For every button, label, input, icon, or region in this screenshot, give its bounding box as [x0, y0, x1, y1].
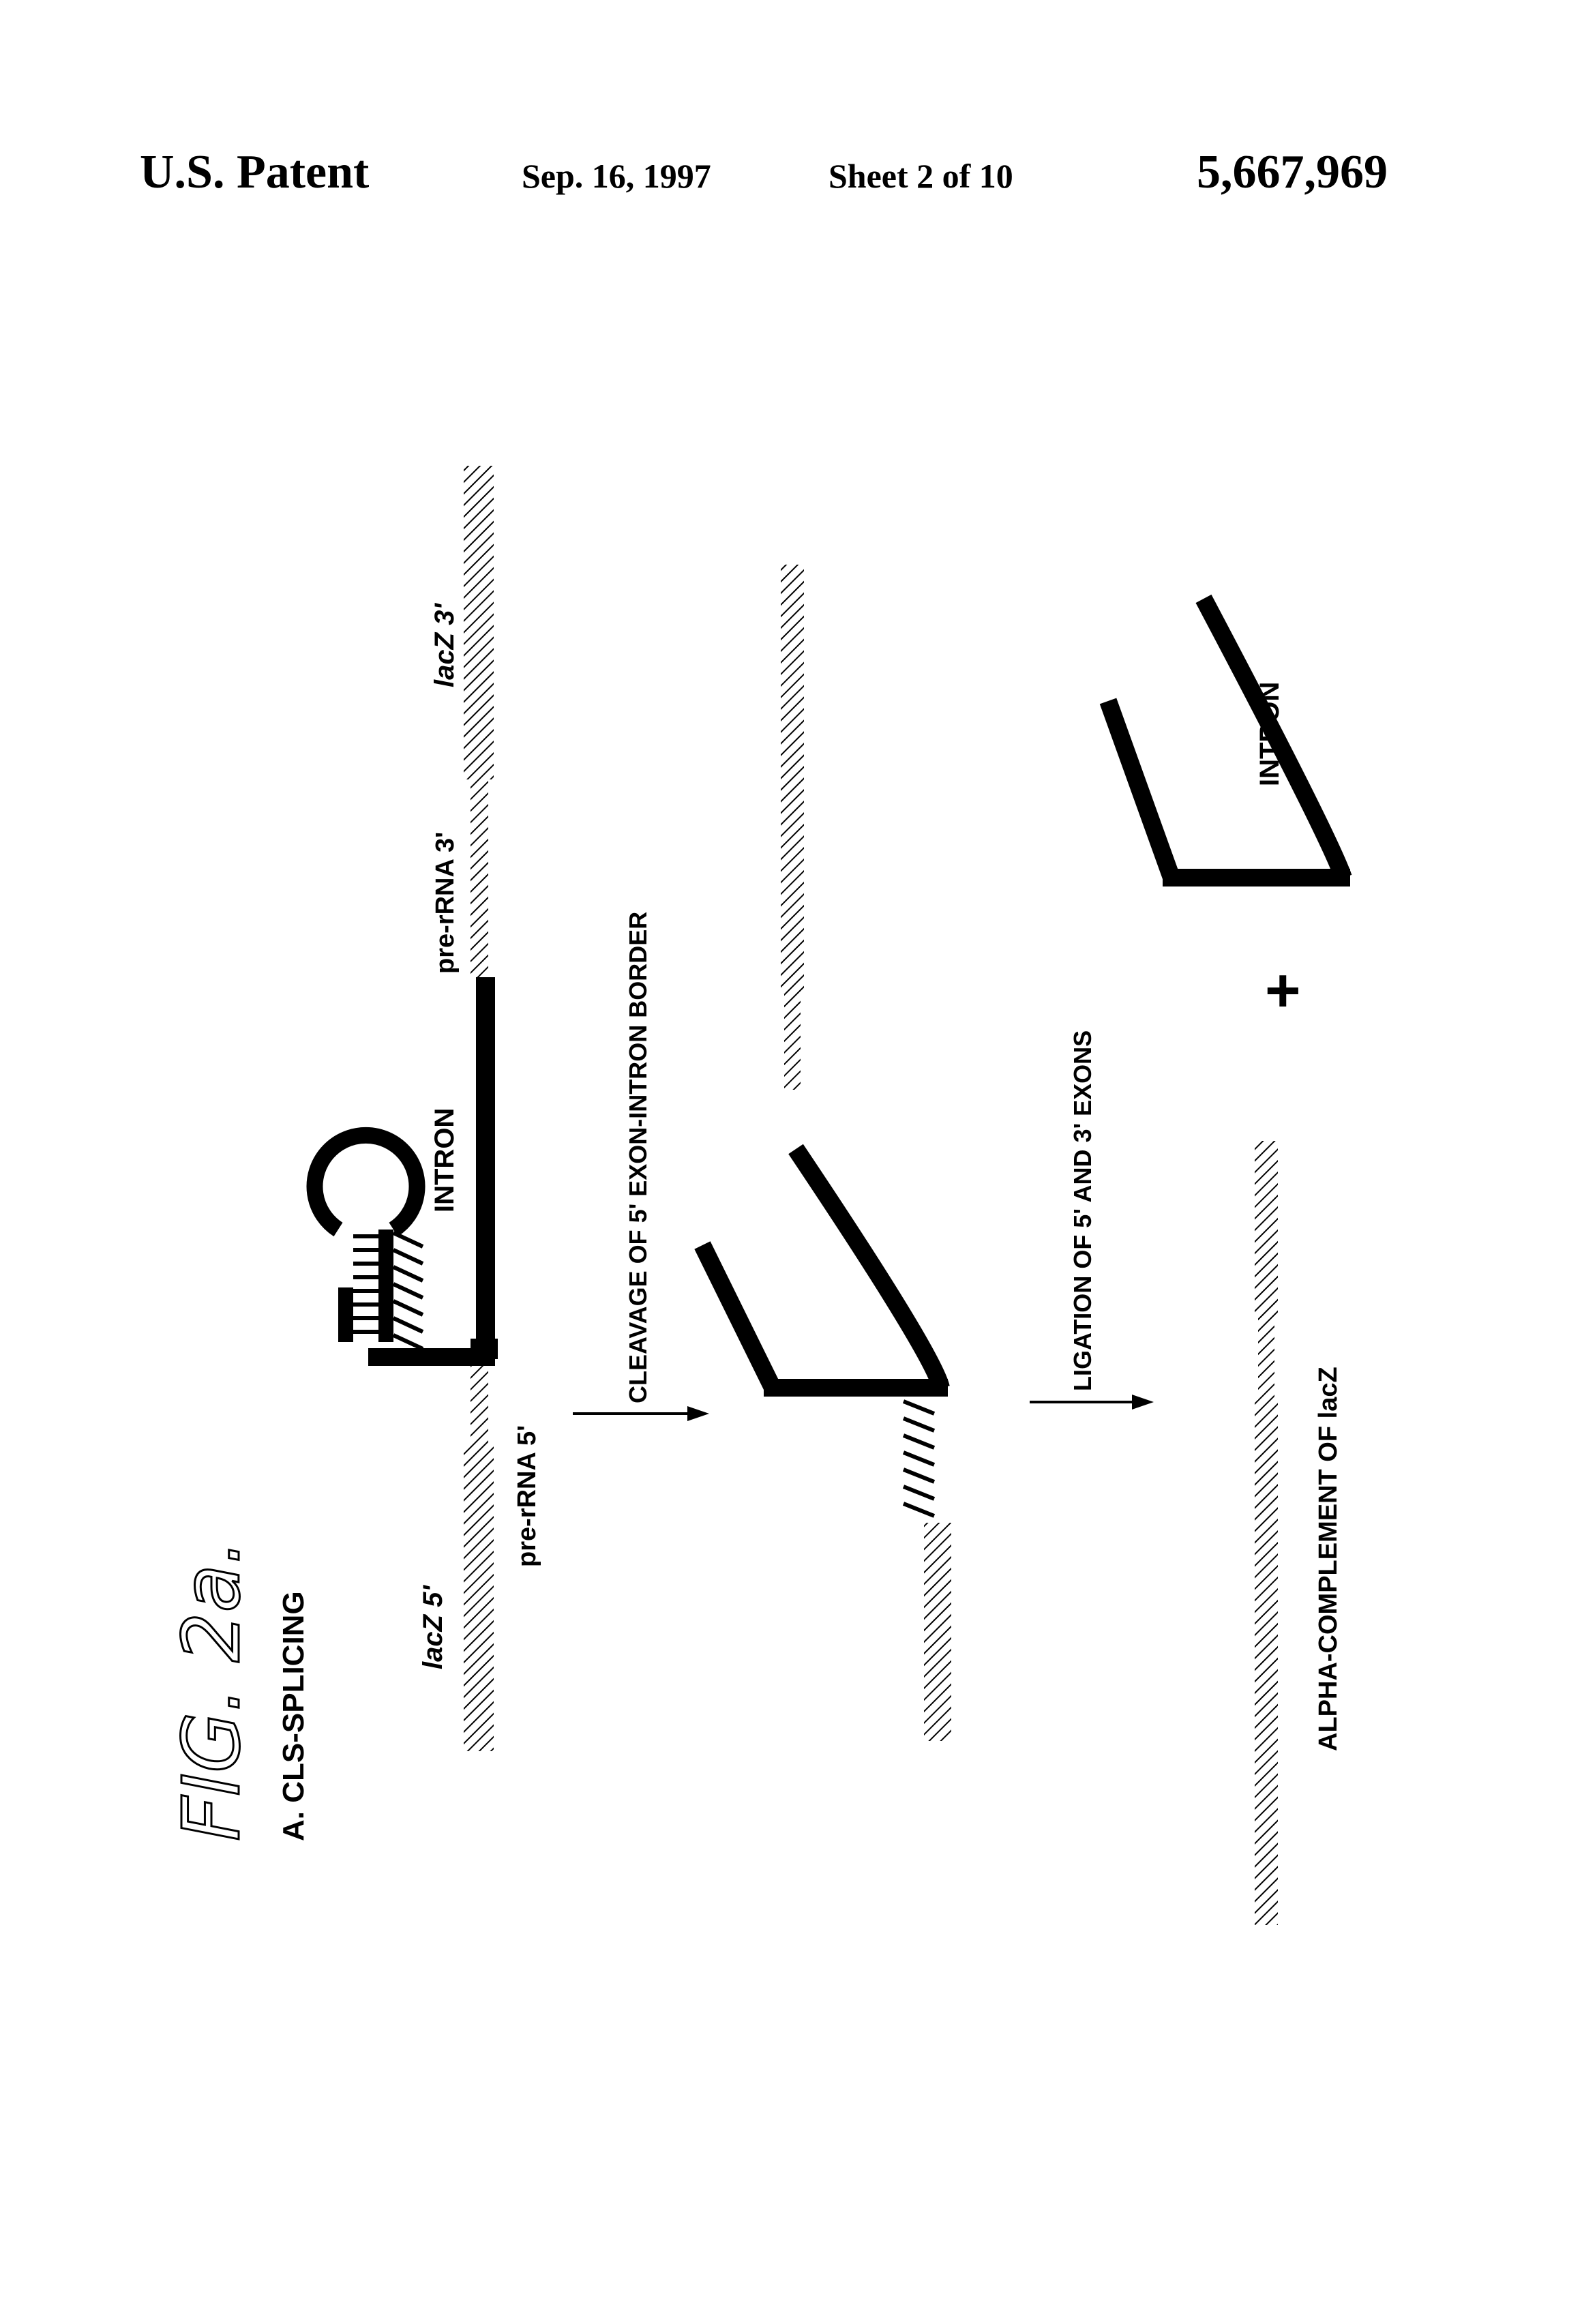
cleaved-intermediate	[702, 565, 951, 1741]
hairpin-loop	[315, 1135, 417, 1230]
ligated-exon-bar-right	[1255, 1141, 1278, 1318]
products: ALPHA-COMPLEMENT OF lacZ + INTRON	[1108, 599, 1350, 1925]
label-lacz-5: lacZ 5'	[418, 1585, 448, 1669]
lacz-3-exon-bar	[464, 466, 494, 779]
lacz-5-fragment-bar	[924, 1523, 951, 1741]
intermediate-pairing-ticks	[904, 1401, 934, 1516]
ligated-exon-hatch	[1258, 1318, 1274, 1400]
intermediate-base-bar	[764, 1379, 948, 1397]
step2-ligation-arrow: LIGATION OF 5' AND 3' EXONS	[1030, 1030, 1154, 1410]
excised-intron-tail	[1108, 701, 1171, 878]
label-product: ALPHA-COMPLEMENT OF lacZ	[1314, 1367, 1343, 1751]
hairpin-stem-upper	[378, 1230, 393, 1342]
label-prerna-3: pre-rRNA 3'	[431, 832, 460, 974]
header-sheet-number: Sheet 2 of 10	[829, 157, 1013, 195]
header-patent-label: U.S. Patent	[140, 146, 369, 198]
hairpin-stem-lower	[338, 1287, 353, 1342]
label-intron-top: INTRON	[430, 1108, 460, 1212]
panel-title: A. CLS-SPLICING	[277, 1591, 310, 1841]
header-date: Sep. 16, 1997	[522, 157, 711, 195]
label-step1: CLEAVAGE OF 5' EXON-INTRON BORDER	[624, 912, 652, 1403]
page-header: U.S. Patent Sep. 16, 1997 Sheet 2 of 10 …	[140, 146, 1388, 198]
figure-label: FIG. 2a.	[166, 1540, 258, 1841]
step1-cleavage-arrow: CLEAVAGE OF 5' EXON-INTRON BORDER	[573, 912, 709, 1421]
intron-corner	[368, 1348, 495, 1366]
label-lacz-3: lacZ 3'	[430, 603, 460, 687]
prerna-3-exon-hatch	[471, 779, 488, 977]
plus-sign: +	[1265, 957, 1301, 1025]
header-patent-number: 5,667,969	[1197, 146, 1388, 198]
hairpin-pairing-ticks	[393, 1233, 423, 1349]
figure-2a: FIG. 2a. A. CLS-SPLICING	[166, 466, 1350, 1925]
label-step2: LIGATION OF 5' AND 3' EXONS	[1069, 1030, 1096, 1391]
label-prerna-5: pre-rRNA 5'	[513, 1425, 541, 1567]
lacz-5-exon-bar	[464, 1444, 494, 1751]
hairpin-stem-rungs	[353, 1236, 378, 1332]
label-intron-bottom: INTRON	[1255, 682, 1285, 786]
intron-horizontal-bar	[476, 977, 495, 1359]
excised-intron-base	[1163, 869, 1350, 887]
intermediate-3-exon-hatch	[784, 994, 801, 1090]
intermediate-intron-arc	[796, 1149, 941, 1388]
intermediate-3-exon-bar	[781, 565, 804, 994]
precursor-construct: lacZ 5' pre-rRNA 5' INTRON pre-rRNA 3' l…	[315, 466, 541, 1751]
intermediate-intron-tail	[702, 1245, 773, 1388]
ligated-exon-bar	[1255, 1400, 1278, 1925]
